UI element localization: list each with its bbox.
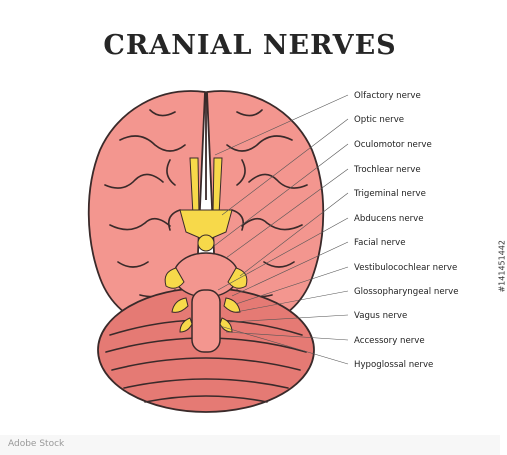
label-facial-nerve: Facial nerve [354,238,406,248]
label-oculomotor-nerve: Oculomotor nerve [354,140,432,150]
leader-trochlear [225,168,349,259]
side-image-id: #141451442 [498,240,507,293]
label-vagus-nerve: Vagus nerve [354,311,407,321]
leader-accessory [225,331,349,341]
diagram-title: CRANIAL NERVES [103,30,397,61]
leader-facial [231,241,349,297]
label-trigeminal-nerve: Trigeminal nerve [353,189,426,199]
label-accessory-nerve: Accessory nerve [354,336,425,346]
leader-vestibulocochlear [235,266,349,305]
leader-glossopharyngeal [235,290,349,313]
stock-footer: Adobe Stock [0,435,500,455]
gyri-right [226,109,308,298]
gyri-left [104,109,186,298]
leader-hypoglossal [219,325,349,365]
pituitary [197,234,215,252]
leader-vagus [229,314,349,323]
leader-lines [213,94,349,365]
label-glossopharyngeal-nerve: Glossopharyngeal nerve [354,287,459,297]
label-optic-nerve: Optic nerve [354,115,404,125]
stock-logo: Adobe Stock [8,439,65,449]
leader-trigeminal [239,192,349,277]
leader-optic [221,118,349,216]
leader-olfactory [214,94,349,156]
medulla [191,289,221,353]
label-trochlear-nerve: Trochlear nerve [353,165,421,175]
leader-abducens [217,217,349,291]
label-abducens-nerve: Abducens nerve [354,214,424,224]
leader-oculomotor [213,143,349,247]
label-hypoglossal-nerve: Hypoglossal nerve [354,360,433,370]
trigeminal-right [227,267,248,289]
lower-nerves-left [171,297,193,333]
label-olfactory-nerve: Olfactory nerve [354,91,421,101]
label-vestibulocochlear-nerve: Vestibulocochlear nerve [354,263,457,273]
trigeminal-left [164,267,185,289]
